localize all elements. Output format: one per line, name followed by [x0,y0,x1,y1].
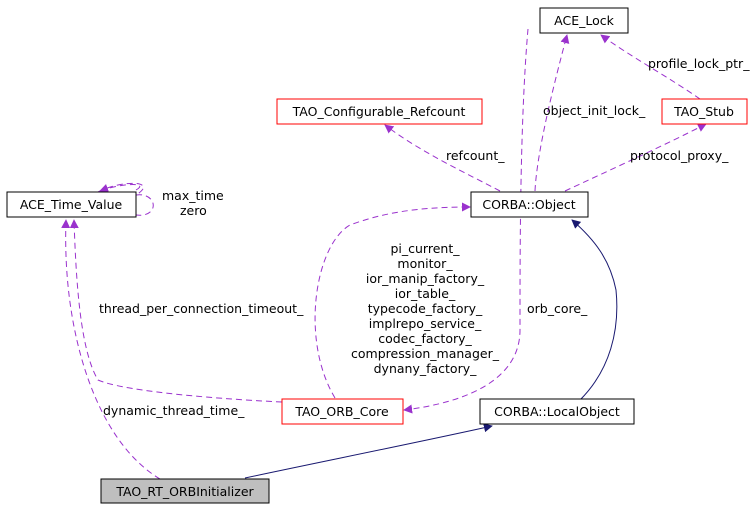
node-tao-configurable-refcount[interactable]: TAO_Configurable_Refcount [276,98,483,125]
label-orb-core: orb_core_ [527,301,588,316]
node-ace-time-value[interactable]: ACE_Time_Value [6,191,137,218]
edge-orb-core-to-object [314,202,471,399]
label-member: typecode_factory_ [368,301,483,316]
label-member: pi_current_ [390,241,460,256]
label-member: implrepo_service_ [369,316,482,331]
label-profile-lock-ptr: profile_lock_ptr_ [648,56,750,71]
edge-time-value-self-arrow [99,183,141,193]
label-member: monitor_ [397,256,453,271]
edge-orb-core-to-time-value [69,219,283,403]
node-tao-stub[interactable]: TAO_Stub [661,98,748,125]
edge-object-to-ace-lock [534,34,570,192]
node-corba-localobject[interactable]: CORBA::LocalObject [479,398,635,425]
label-object-init-lock: object_init_lock_ [543,103,646,118]
edge-initializer-to-localobject [244,423,493,479]
edge-object-to-refcount [384,124,501,192]
node-tao-rt-orbinitializer-label: TAO_RT_ORBInitializer [115,484,254,499]
label-thread-per-connection-timeout: thread_per_connection_timeout_ [99,301,304,316]
node-ace-lock[interactable]: ACE_Lock [539,7,629,34]
edge-localobject-to-object [571,219,618,401]
label-max-time: max_time [162,188,224,203]
label-member: ior_manip_factory_ [366,271,485,286]
edge-time-value-self [97,182,154,216]
node-corba-localobject-label: CORBA::LocalObject [494,404,620,419]
edge-initializer-to-time-value [61,219,161,480]
node-ace-lock-label: ACE_Lock [554,13,614,28]
node-corba-object-label: CORBA::Object [482,197,575,212]
label-member: dynany_factory_ [374,361,478,376]
edge-object-to-orb-core [403,28,529,414]
label-zero: zero [180,203,207,218]
node-tao-orb-core-label: TAO_ORB_Core [294,404,389,419]
label-member: compression_manager_ [351,346,500,361]
label-refcount: refcount_ [446,148,505,163]
label-member: ior_table_ [395,286,456,301]
label-protocol-proxy: protocol_proxy_ [630,148,729,163]
node-corba-object[interactable]: CORBA::Object [470,191,589,218]
node-ace-time-value-label: ACE_Time_Value [20,197,123,212]
node-tao-rt-orbinitializer[interactable]: TAO_RT_ORBInitializer [100,478,270,504]
label-dynamic-thread-time: dynamic_thread_time_ [103,403,245,418]
node-tao-configurable-refcount-label: TAO_Configurable_Refcount [292,104,466,119]
label-member: codec_factory_ [378,331,472,346]
label-orb-core-members: pi_current_ monitor_ ior_manip_factory_ … [351,241,500,376]
edge-stub-to-ace-lock [600,34,701,100]
node-tao-stub-label: TAO_Stub [673,104,734,119]
node-tao-orb-core[interactable]: TAO_ORB_Core [281,398,404,425]
